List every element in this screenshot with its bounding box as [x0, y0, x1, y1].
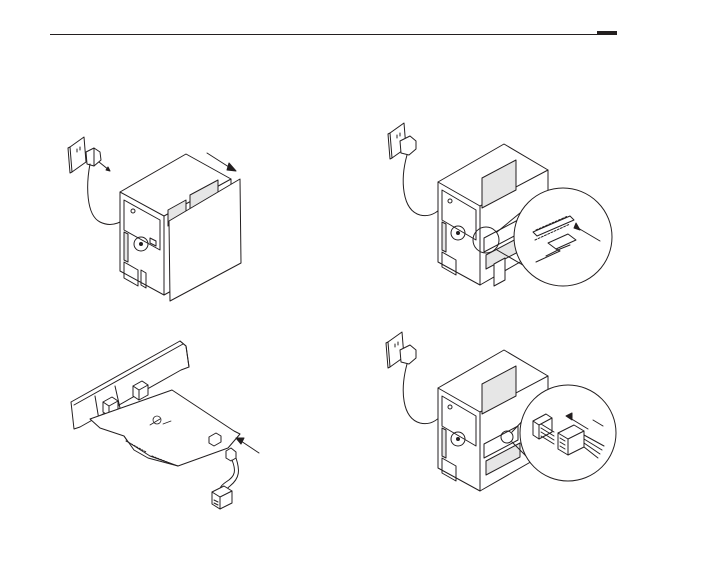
- zoom-callout-slot: [514, 188, 612, 286]
- wall-socket-icon: [68, 137, 86, 173]
- figure-connect-header: [386, 332, 616, 491]
- figure-card-with-cable: [71, 341, 259, 509]
- plug-icon: [86, 148, 101, 166]
- insert-arrow-icon: [241, 441, 259, 453]
- power-cable: [212, 448, 238, 509]
- figure-unplug-open-case: [68, 137, 241, 301]
- zoom-callout-header: [520, 385, 616, 481]
- figure-insert-card: [388, 123, 612, 286]
